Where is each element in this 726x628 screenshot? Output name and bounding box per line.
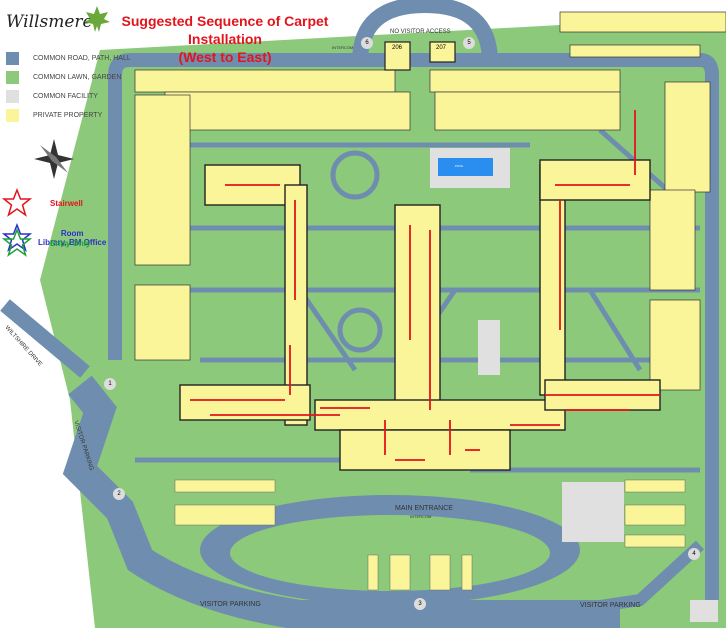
visitor-parking-south-right-label: VISITOR PARKING [580,602,641,609]
main-entrance-label: MAIN ENTRANCE [395,505,453,512]
west-housing [134,94,191,361]
west-parking-road [62,375,620,628]
north-arc-road [352,0,498,63]
legend-facility: COMMON FACILITY [6,90,98,103]
unit-206-label: 206 [392,45,403,51]
gate-3: 3 [414,598,426,610]
gate-5: 5 [463,37,475,49]
green-star-icon [2,228,32,257]
perimeter-road [108,53,719,600]
page-title: Suggested Sequence of Carpet Installatio… [121,13,329,65]
east-housing [649,81,711,391]
south-housing [174,479,686,548]
gate-2: 2 [113,488,125,500]
unit-207-label: 207 [436,45,447,51]
north-roundabout [330,150,380,200]
pool-label: POOL [455,164,464,168]
gate-1: 1 [104,378,116,390]
legend-room: Room Library, BM Office [2,223,106,253]
visitor-parking-south-left-label: VISITOR PARKING [200,601,261,608]
legend-stairwell: Stairwell [2,188,83,218]
west-roundabout [337,307,383,353]
east-exit-road [559,540,705,618]
legend-private: PRIVATE PROPERTY [6,109,102,122]
gray-facility [478,320,500,375]
pool-water [438,158,493,176]
tennis-courts [562,482,624,542]
installation-route [190,110,660,461]
gate-6: 6 [361,37,373,49]
willsmere-logo: Willsmere [6,12,93,32]
parking-island-units [367,554,473,591]
red-star-icon [2,188,32,217]
wiltshire-drive-road [0,299,90,378]
north-housing [134,11,726,131]
legend-entry-marker: Entry Only [2,228,90,258]
blue-star-icon [2,223,32,252]
intercom-north-label: INTERCOM [332,45,354,50]
compass-rose-icon [34,139,74,179]
basketball-court [690,600,718,622]
maple-leaf-icon [84,6,110,32]
main-entrance-intercom-label: INTERCOM [410,514,432,519]
north-gated-units [384,41,456,71]
no-visitor-access-label: NO VISITOR ACCESS [390,29,451,35]
gate-4: 4 [688,548,700,560]
legend-lawn: COMMON LAWN, GARDEN [6,71,121,84]
legend-road: COMMON ROAD, PATH, HALL [6,52,131,65]
